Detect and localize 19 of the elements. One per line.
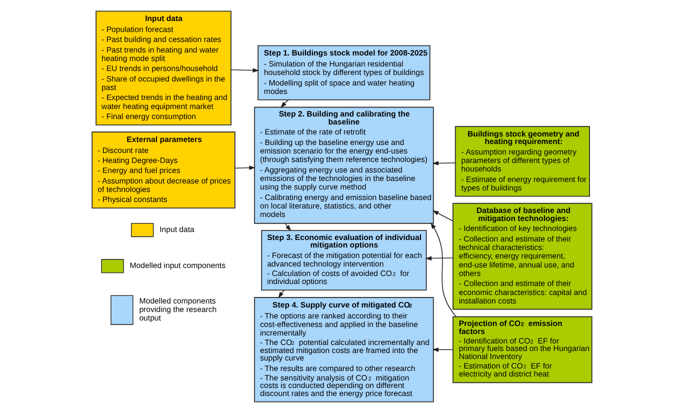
- arrow: [284, 223, 291, 232]
- arrow: [230, 68, 259, 73]
- legend-label: Modelled input components: [129, 261, 226, 270]
- node-box: Step 1. Buildings stock model for 2008-2025 - Simulation of the Hungarian residential household stock by different types of buildings - Modelling split of space and water heating modes: [257, 45, 430, 100]
- node-box: Step 2. Building and calibrating the baseline - Estimate of the rate of retrofit - Building up the baseline energy use and emission scenario for the energy end-uses (through satisfying them reference technologies) - Aggregating energy use and associated emissions of the technologies in the baseline using the supply curve method - Calibrating energy and emission baseline based on local literature, statistics, and other models: [254, 106, 434, 224]
- node-box: Input data - Population forecast - Past building and cessation rates - Past trends in heating and water heating mode split - EU trends in persons/household - Share of occupied dwellings in the past - Expected trends in the heating and water heating equipment market - Final energy consumption: [95, 10, 231, 126]
- arrow: [234, 166, 255, 170]
- arrow: [424, 256, 453, 261]
- legend-label: Input data: [159, 224, 194, 234]
- arrow: [432, 161, 456, 166]
- node-box: Buildings stock geometry and heating requirement: - Assumption regarding geometry parameters of different types of households - Estimate of energy requirement for types of buildings: [454, 126, 590, 197]
- arrow: [280, 99, 288, 108]
- node-box: External parameters - Discount rate - Heating Degree-Days - Energy and fuel prices - Assumption about decrease of prices of technologies - Physical constants: [91, 132, 235, 209]
- arrow: [432, 210, 453, 222]
- arrow: [432, 347, 453, 352]
- node-box: Database of baseline and mitigation technologies: - Identification of key technologies - Collection and estimate of their technical characteristics: efficiency, energy requirement, end-use lifetime, annual use, and others - Collection and estimate of their economic characteristics: capital and installation costs: [452, 202, 592, 310]
- arrow: [430, 222, 456, 317]
- arrow: [278, 290, 284, 298]
- legend-label: Modelled components providing the research output: [138, 296, 216, 323]
